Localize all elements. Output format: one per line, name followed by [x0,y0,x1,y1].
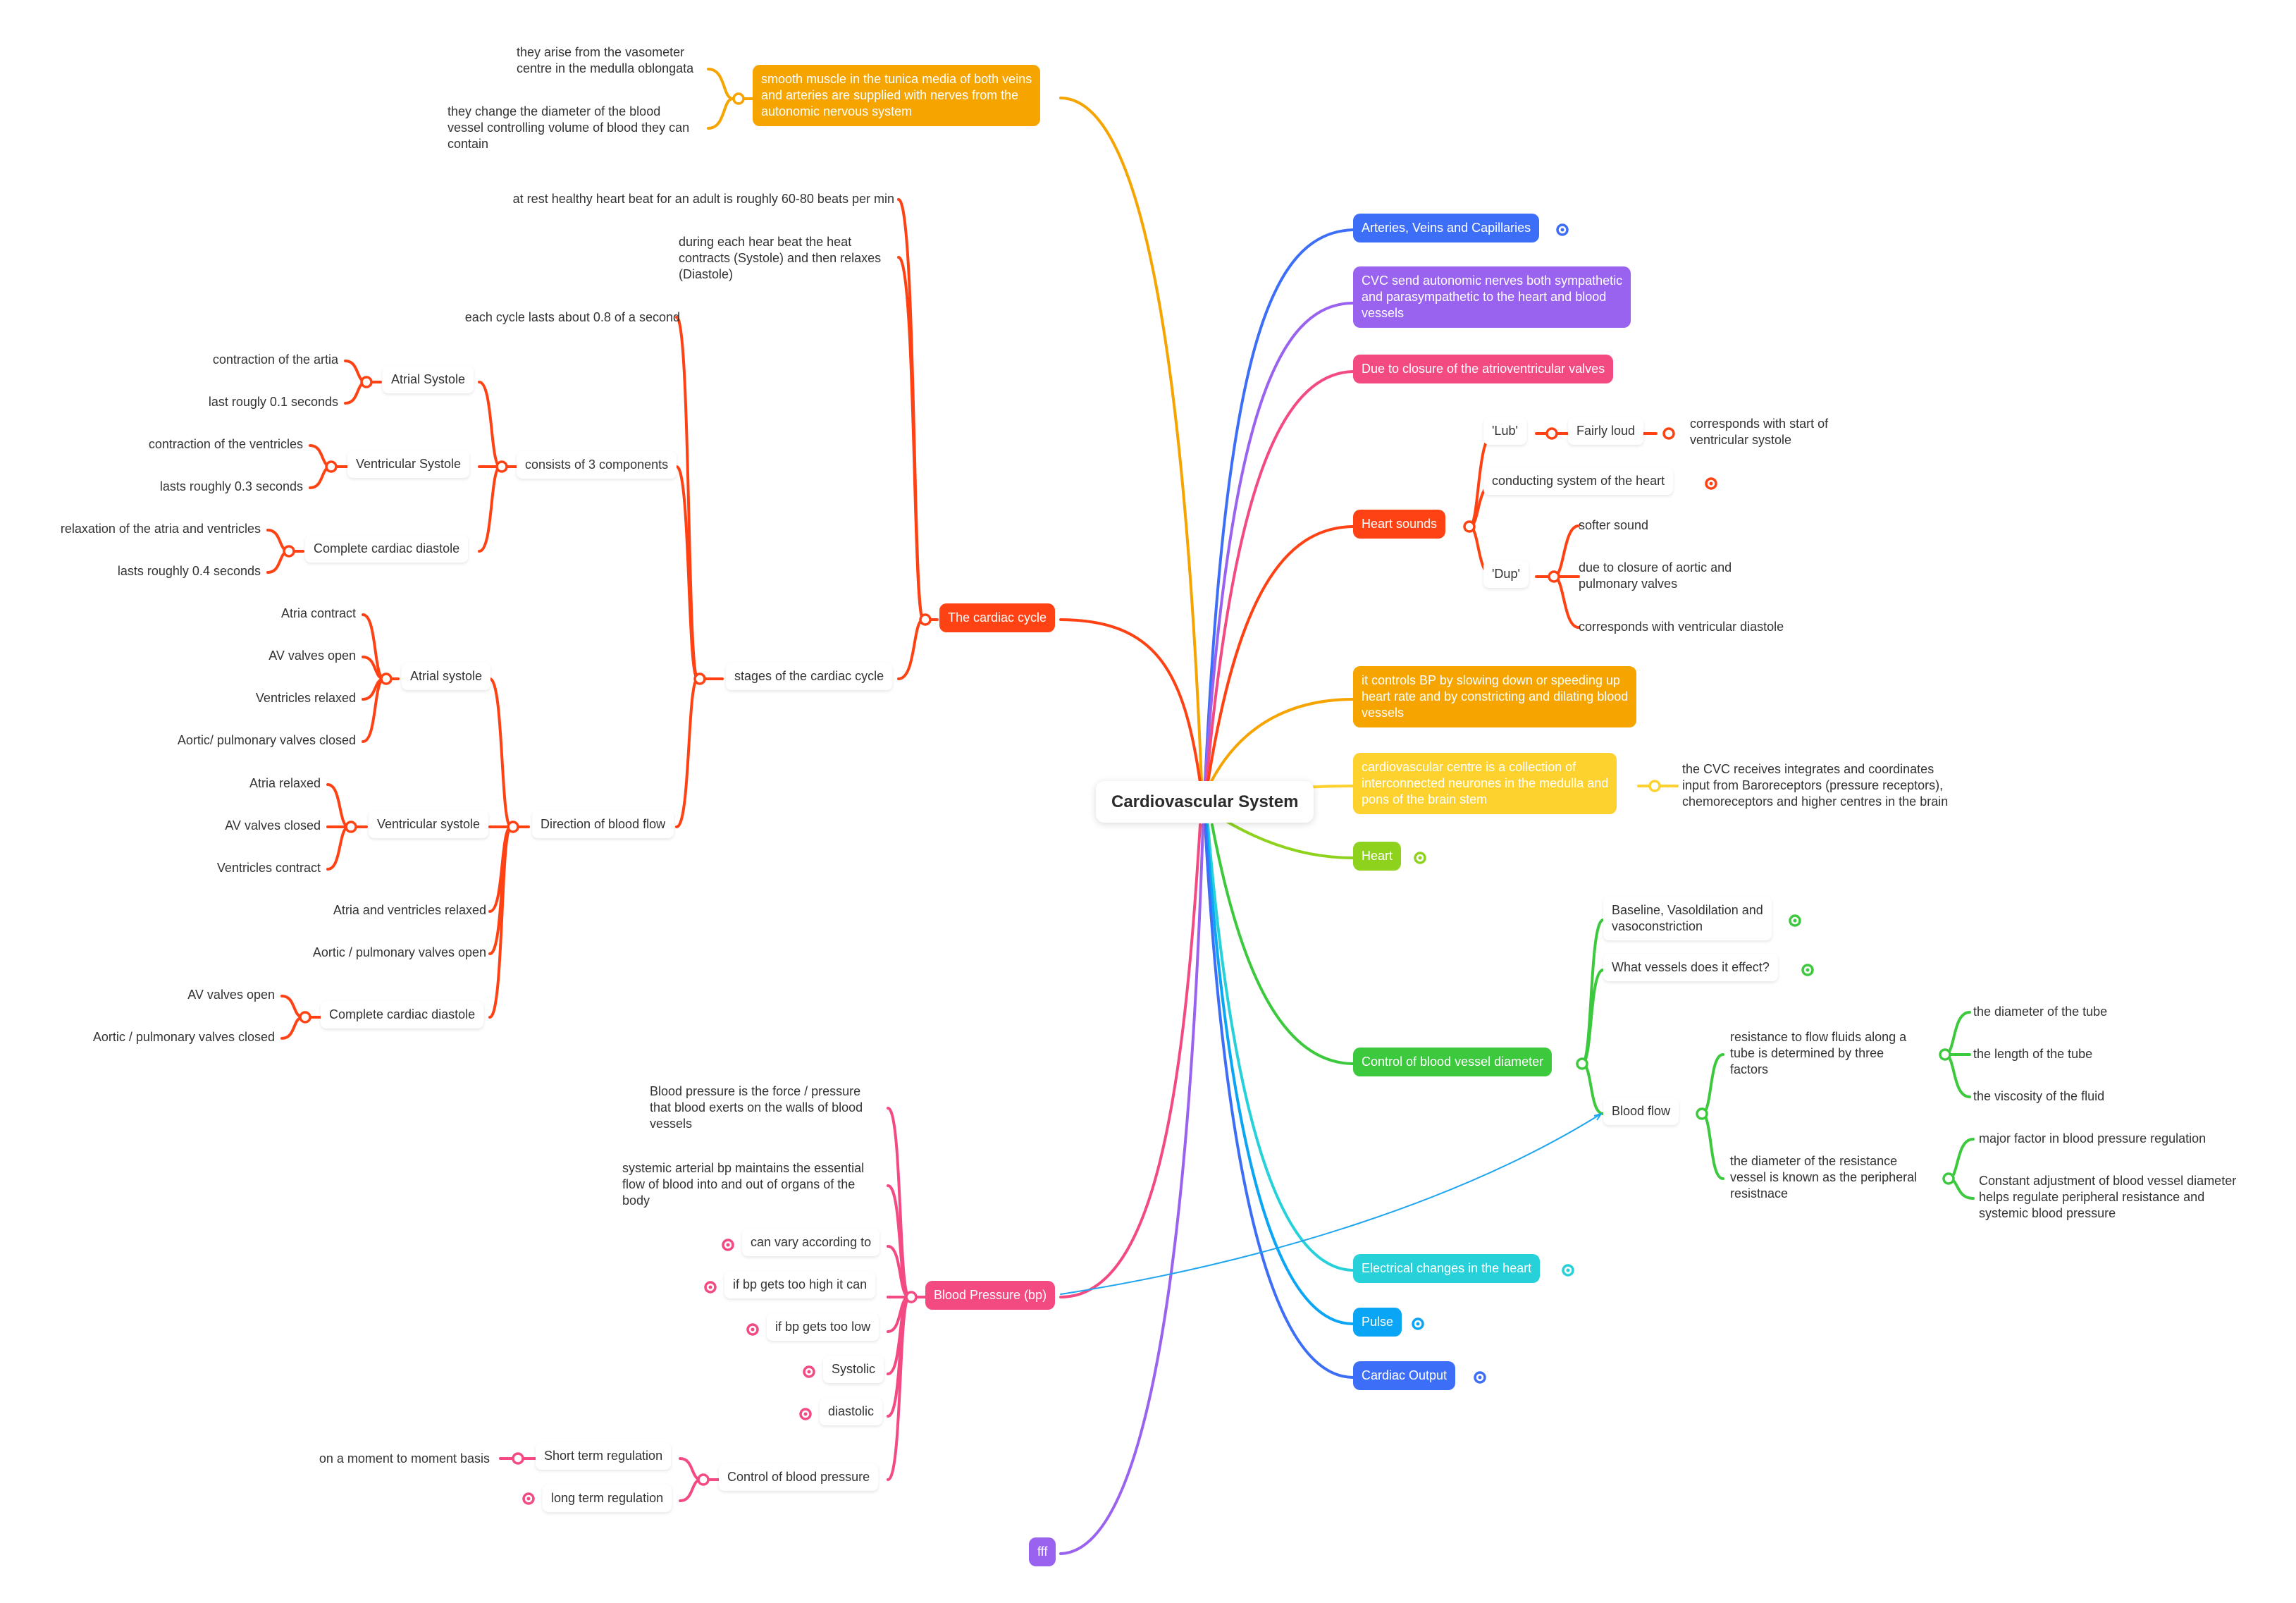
node-ventricular-systole[interactable]: Ventricular Systole [347,450,470,478]
node-bp-systemic[interactable]: systemic arterial bp maintains the essen… [622,1161,865,1208]
node-dup[interactable]: 'Dup' [1483,560,1529,588]
node-diameter-tube[interactable]: the diameter of the tube [1973,1005,2108,1019]
node-complete-diastole-2[interactable]: Complete cardiac diastole [321,1001,484,1028]
node-during-each[interactable]: during each hear beat the heat contracts… [679,235,882,281]
node-aortic-closed-2[interactable]: Aortic / pulmonary valves closed [92,1030,275,1044]
node-bp-definition[interactable]: Blood pressure is the force / pressure t… [650,1084,863,1131]
node-diameter-resistance[interactable]: the diameter of the resistance vessel is… [1730,1154,1918,1200]
node-cardiac-cycle[interactable]: The cardiac cycle [939,603,1056,632]
node-bp-control[interactable]: Control of blood pressure [719,1463,879,1491]
node-arteries-veins[interactable]: Arteries, Veins and Capillaries [1353,214,1540,242]
node-cardiac-output[interactable]: Cardiac Output [1353,1361,1456,1390]
node-electrical[interactable]: Electrical changes in the heart [1353,1254,1541,1283]
node-at-rest[interactable]: at rest healthy heart beat for an adult … [512,192,894,206]
node-av-open[interactable]: AV valves open [269,649,356,663]
node-which-vessels[interactable]: What vessels does it effect? [1603,954,1778,981]
node-ventricles-contract[interactable]: Ventricles contract [216,861,321,875]
node-constant-adjust[interactable]: Constant adjustment of blood vessel diam… [1979,1174,2237,1220]
node-atria-relaxed[interactable]: Atria relaxed [249,776,321,790]
node-atria-contract[interactable]: Atria contract [280,606,356,620]
node-ventricles-relaxed[interactable]: Ventricles relaxed [255,691,356,705]
node-contraction-artia[interactable]: contraction of the artia [212,352,338,367]
node-last-rougly[interactable]: last rougly 0.1 seconds [208,395,338,409]
node-short-term[interactable]: Short term regulation [536,1442,672,1470]
node-change-diameter[interactable]: they change the diameter of the blood ve… [448,104,690,151]
node-fff[interactable]: fff [1029,1537,1056,1566]
node-aortic-open[interactable]: Aortic / pulmonary valves open [312,945,486,959]
node-atrial-systole-2[interactable]: Atrial systole [402,663,491,690]
node-each-cycle[interactable]: each cycle lasts about 0.8 of a second [464,310,680,324]
node-blood-pressure[interactable]: Blood Pressure (bp) [925,1281,1056,1310]
node-conducting[interactable]: conducting system of the heart [1483,467,1674,495]
node-bp-systolic[interactable]: Systolic [823,1356,884,1383]
node-length-tube[interactable]: the length of the tube [1973,1047,2093,1061]
node-contraction-ventricles[interactable]: contraction of the ventricles [148,437,303,451]
node-stages[interactable]: stages of the cardiac cycle [726,663,893,690]
node-atrial-systole[interactable]: Atrial Systole [383,366,474,393]
node-controls-bp[interactable]: it controls BP by slowing down or speedi… [1353,666,1637,727]
node-av-closed[interactable]: AV valves closed [225,818,321,833]
node-bp-too-low[interactable]: if bp gets too low [767,1313,879,1341]
node-direction[interactable]: Direction of blood flow [532,811,674,838]
node-moment[interactable]: on a moment to moment basis [319,1451,490,1466]
node-fairly-loud[interactable]: Fairly loud [1568,417,1644,445]
node-consists[interactable]: consists of 3 components [517,451,677,479]
node-arise[interactable]: they arise from the vasometer centre in … [517,45,694,75]
node-bp-diastolic[interactable]: diastolic [820,1398,883,1425]
node-bp-vary[interactable]: can vary according to [742,1229,880,1256]
node-cvc-receives[interactable]: the CVC receives integrates and coordina… [1682,762,1949,809]
node-blood-flow[interactable]: Blood flow [1603,1098,1679,1125]
node-corresponds-start[interactable]: corresponds with start of ventricular sy… [1690,417,1829,447]
node-av-open-2[interactable]: AV valves open [187,988,275,1002]
node-heart[interactable]: Heart [1353,842,1402,871]
node-cvc-centre[interactable]: cardiovascular centre is a collection of… [1353,753,1617,814]
node-viscosity[interactable]: the viscosity of the fluid [1973,1089,2105,1103]
node-major-factor[interactable]: major factor in blood pressure regulatio… [1979,1131,2206,1146]
node-av-closure[interactable]: Due to closure of the atrioventricular v… [1353,355,1614,383]
node-long-term[interactable]: long term regulation [543,1485,672,1512]
node-bp-too-high[interactable]: if bp gets too high it can [724,1271,876,1298]
node-relaxation[interactable]: relaxation of the atria and ventricles [60,522,261,536]
node-due-aortic[interactable]: due to closure of aortic and pulmonary v… [1579,560,1732,591]
node-softer-sound[interactable]: softer sound [1579,518,1649,532]
node-atria-ventricles-relaxed[interactable]: Atria and ventricles relaxed [333,903,486,917]
node-complete-diastole[interactable]: Complete cardiac diastole [305,535,469,563]
node-resistance[interactable]: resistance to flow fluids along a tube i… [1730,1030,1907,1076]
node-baseline[interactable]: Baseline, Vasoldilation and vasoconstric… [1603,897,1772,940]
root-node[interactable]: Cardiovascular System [1096,781,1314,823]
node-corresponds-diastole[interactable]: corresponds with ventricular diastole [1579,620,1784,634]
node-aortic-closed[interactable]: Aortic/ pulmonary valves closed [177,733,356,747]
node-lub[interactable]: 'Lub' [1483,417,1526,445]
node-heart-sounds[interactable]: Heart sounds [1353,510,1446,539]
node-cvc-nerves[interactable]: CVC send autonomic nerves both sympathet… [1353,266,1631,328]
node-lasts-03[interactable]: lasts roughly 0.3 seconds [159,479,303,493]
node-control-vessel[interactable]: Control of blood vessel diameter [1353,1048,1553,1076]
node-pulse[interactable]: Pulse [1353,1308,1402,1337]
node-lasts-04[interactable]: lasts roughly 0.4 seconds [117,564,261,578]
node-smooth-muscle[interactable]: smooth muscle in the tunica media of bot… [753,65,1041,126]
node-ventricular-systole-2[interactable]: Ventricular systole [369,811,489,838]
